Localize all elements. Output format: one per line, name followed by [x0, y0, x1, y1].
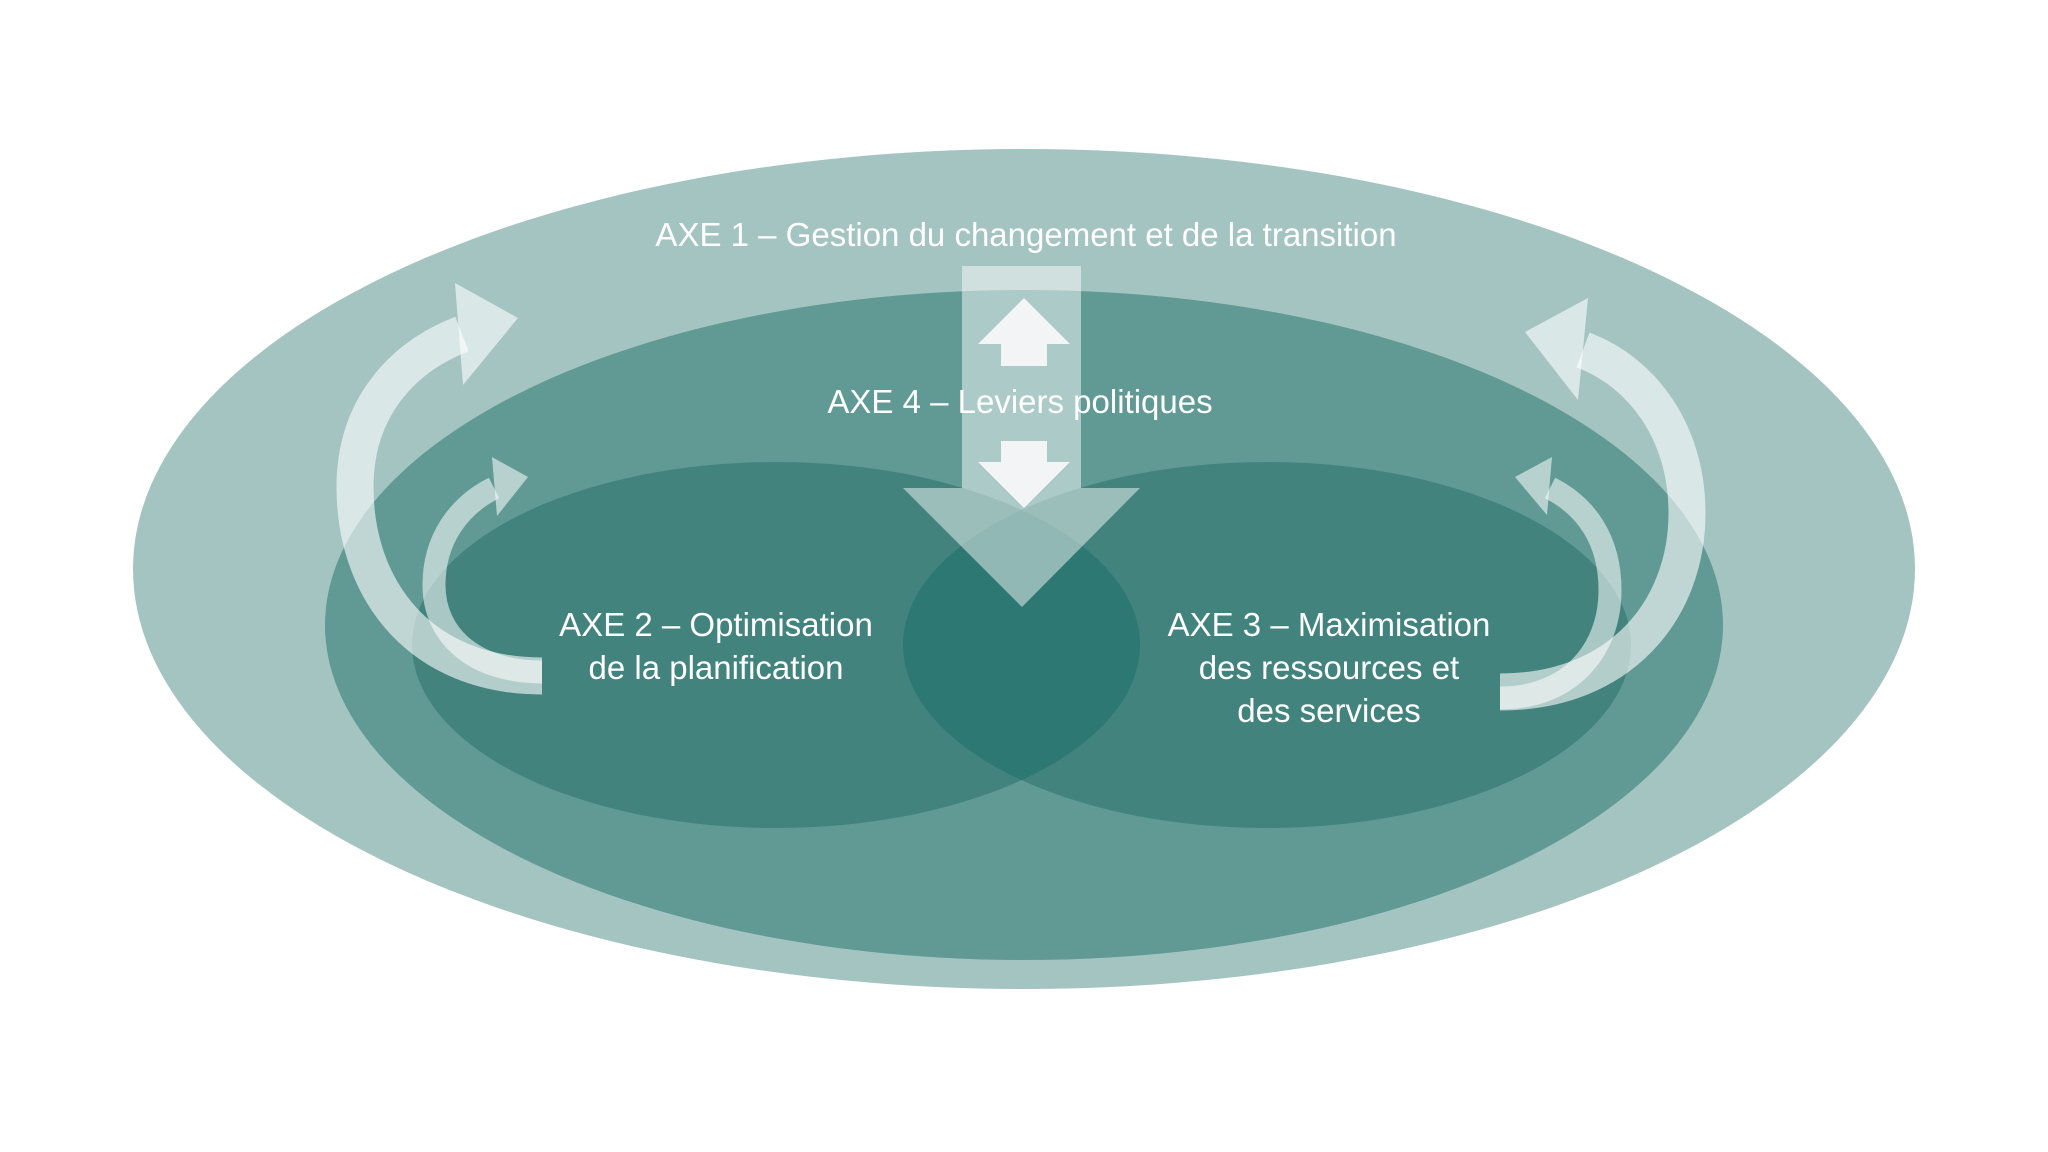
- axe1-label: AXE 1 – Gestion du changement et de la t…: [655, 213, 1396, 256]
- left-inner-arrowhead-icon: [492, 457, 528, 516]
- axe3-label-line-1: AXE 3 – Maximisation: [1167, 606, 1491, 643]
- axe2-label-line-2: de la planification: [588, 649, 844, 686]
- axe3-label: AXE 3 – Maximisation des ressources et d…: [1168, 603, 1491, 732]
- axe4-label: AXE 4 – Leviers politiques: [827, 380, 1212, 423]
- small-down-arrow-icon: [978, 441, 1070, 508]
- axe2-label-line-1: AXE 2 – Optimisation: [559, 606, 873, 643]
- small-up-arrow-icon: [978, 298, 1070, 366]
- axe3-label-line-3: des services: [1237, 692, 1421, 729]
- axe2-label: AXE 2 – Optimisation de la planification: [559, 603, 873, 689]
- axe3-label-line-2: des ressources et: [1198, 649, 1460, 686]
- axe2-axe3-overlap: [903, 462, 1140, 828]
- right-inner-arrowhead-icon: [1515, 457, 1552, 515]
- left-outer-curved-arrow-icon: [336, 316, 543, 695]
- left-inner-curved-arrow-icon: [422, 477, 543, 684]
- left-outer-arrowhead-icon: [455, 283, 518, 385]
- central-down-arrow-icon: [903, 266, 1140, 607]
- axe4-label-line: AXE 4 – Leviers politiques: [827, 383, 1213, 420]
- right-outer-arrowhead-icon: [1525, 298, 1588, 400]
- right-inner-curved-arrow-icon: [1499, 477, 1622, 710]
- axe1-label-line: AXE 1 – Gestion du changement et de la t…: [655, 216, 1397, 253]
